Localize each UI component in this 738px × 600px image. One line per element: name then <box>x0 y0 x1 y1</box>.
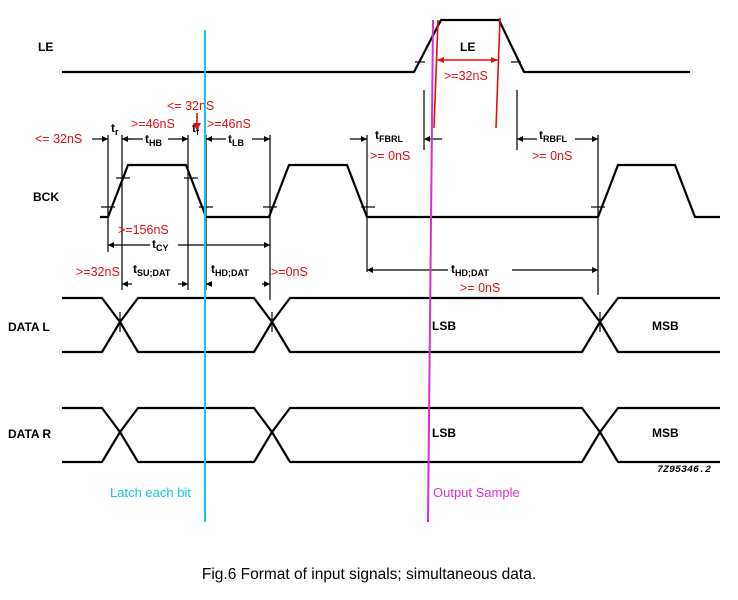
label-t-lb: tLB <box>228 132 244 148</box>
annotation-thb-min: >=46nS <box>131 117 175 131</box>
annotation-trbfl-min: >= 0nS <box>532 149 572 163</box>
signal-label-data-r: DATA R <box>8 427 51 441</box>
label-t-hb: tHB <box>145 132 162 148</box>
label-t-fbrl: tFBRL <box>375 128 403 144</box>
le-fall-red-line <box>495 17 501 129</box>
annotation-tlb-min: >=46nS <box>207 117 251 131</box>
figure-caption: Fig.6 Format of input signals; simultane… <box>201 566 537 583</box>
tf-red-arrowhead <box>193 123 201 131</box>
latch-marker-label: Latch each bit <box>110 485 191 500</box>
figure-reference: 7Z95346.2 <box>657 465 711 476</box>
annotation-tf-max: <= 32nS <box>167 99 214 113</box>
label-t-su-dat: tSU;DAT <box>133 262 171 278</box>
signal-label-bck: BCK <box>33 190 59 204</box>
output-marker-line <box>427 19 434 523</box>
timing-dimensions <box>92 90 599 300</box>
data-r-waveform-low <box>62 430 720 464</box>
annotation-tcy-min: >=156nS <box>118 223 169 237</box>
data-l-waveform-low <box>62 320 720 354</box>
le-waveform <box>62 18 690 74</box>
label-t-rbfl: tRBFL <box>539 128 567 144</box>
le-pulse-label: LE <box>460 40 475 54</box>
label-t-hd-dat-2: tHD;DAT <box>451 262 489 278</box>
label-t-r: tr <box>111 121 119 137</box>
le-width-arrowhead-left <box>437 57 444 63</box>
annotation-thd1-min: >=0nS <box>271 265 308 279</box>
annotation-thd2-min: >= 0nS <box>460 281 500 295</box>
data-r-waveform-high <box>62 406 720 434</box>
data-l-waveform-high <box>62 296 720 324</box>
data-r-lsb-label: LSB <box>432 426 456 440</box>
label-t-hd-dat-1: tHD;DAT <box>211 262 249 278</box>
annotation-tsu-min: >=32nS <box>76 265 120 279</box>
signal-label-le: LE <box>38 40 53 54</box>
annotation-tfbrl-min: >= 0nS <box>370 149 410 163</box>
le-width-arrowhead-right <box>491 57 498 63</box>
output-marker-label: Output Sample <box>433 485 520 500</box>
signal-label-data-l: DATA L <box>8 320 50 334</box>
data-l-lsb-label: LSB <box>432 319 456 333</box>
annotation-tr-max: <= 32nS <box>35 132 82 146</box>
annotation-le-min: >=32nS <box>444 69 488 83</box>
label-t-f: tf <box>192 121 200 137</box>
le-rise-red-line <box>433 19 439 129</box>
data-r-msb-label: MSB <box>652 426 679 440</box>
data-l-msb-label: MSB <box>652 319 679 333</box>
label-t-cy: tCY <box>152 237 169 253</box>
bck-waveform <box>100 163 720 219</box>
data-l-ticks <box>119 312 601 332</box>
